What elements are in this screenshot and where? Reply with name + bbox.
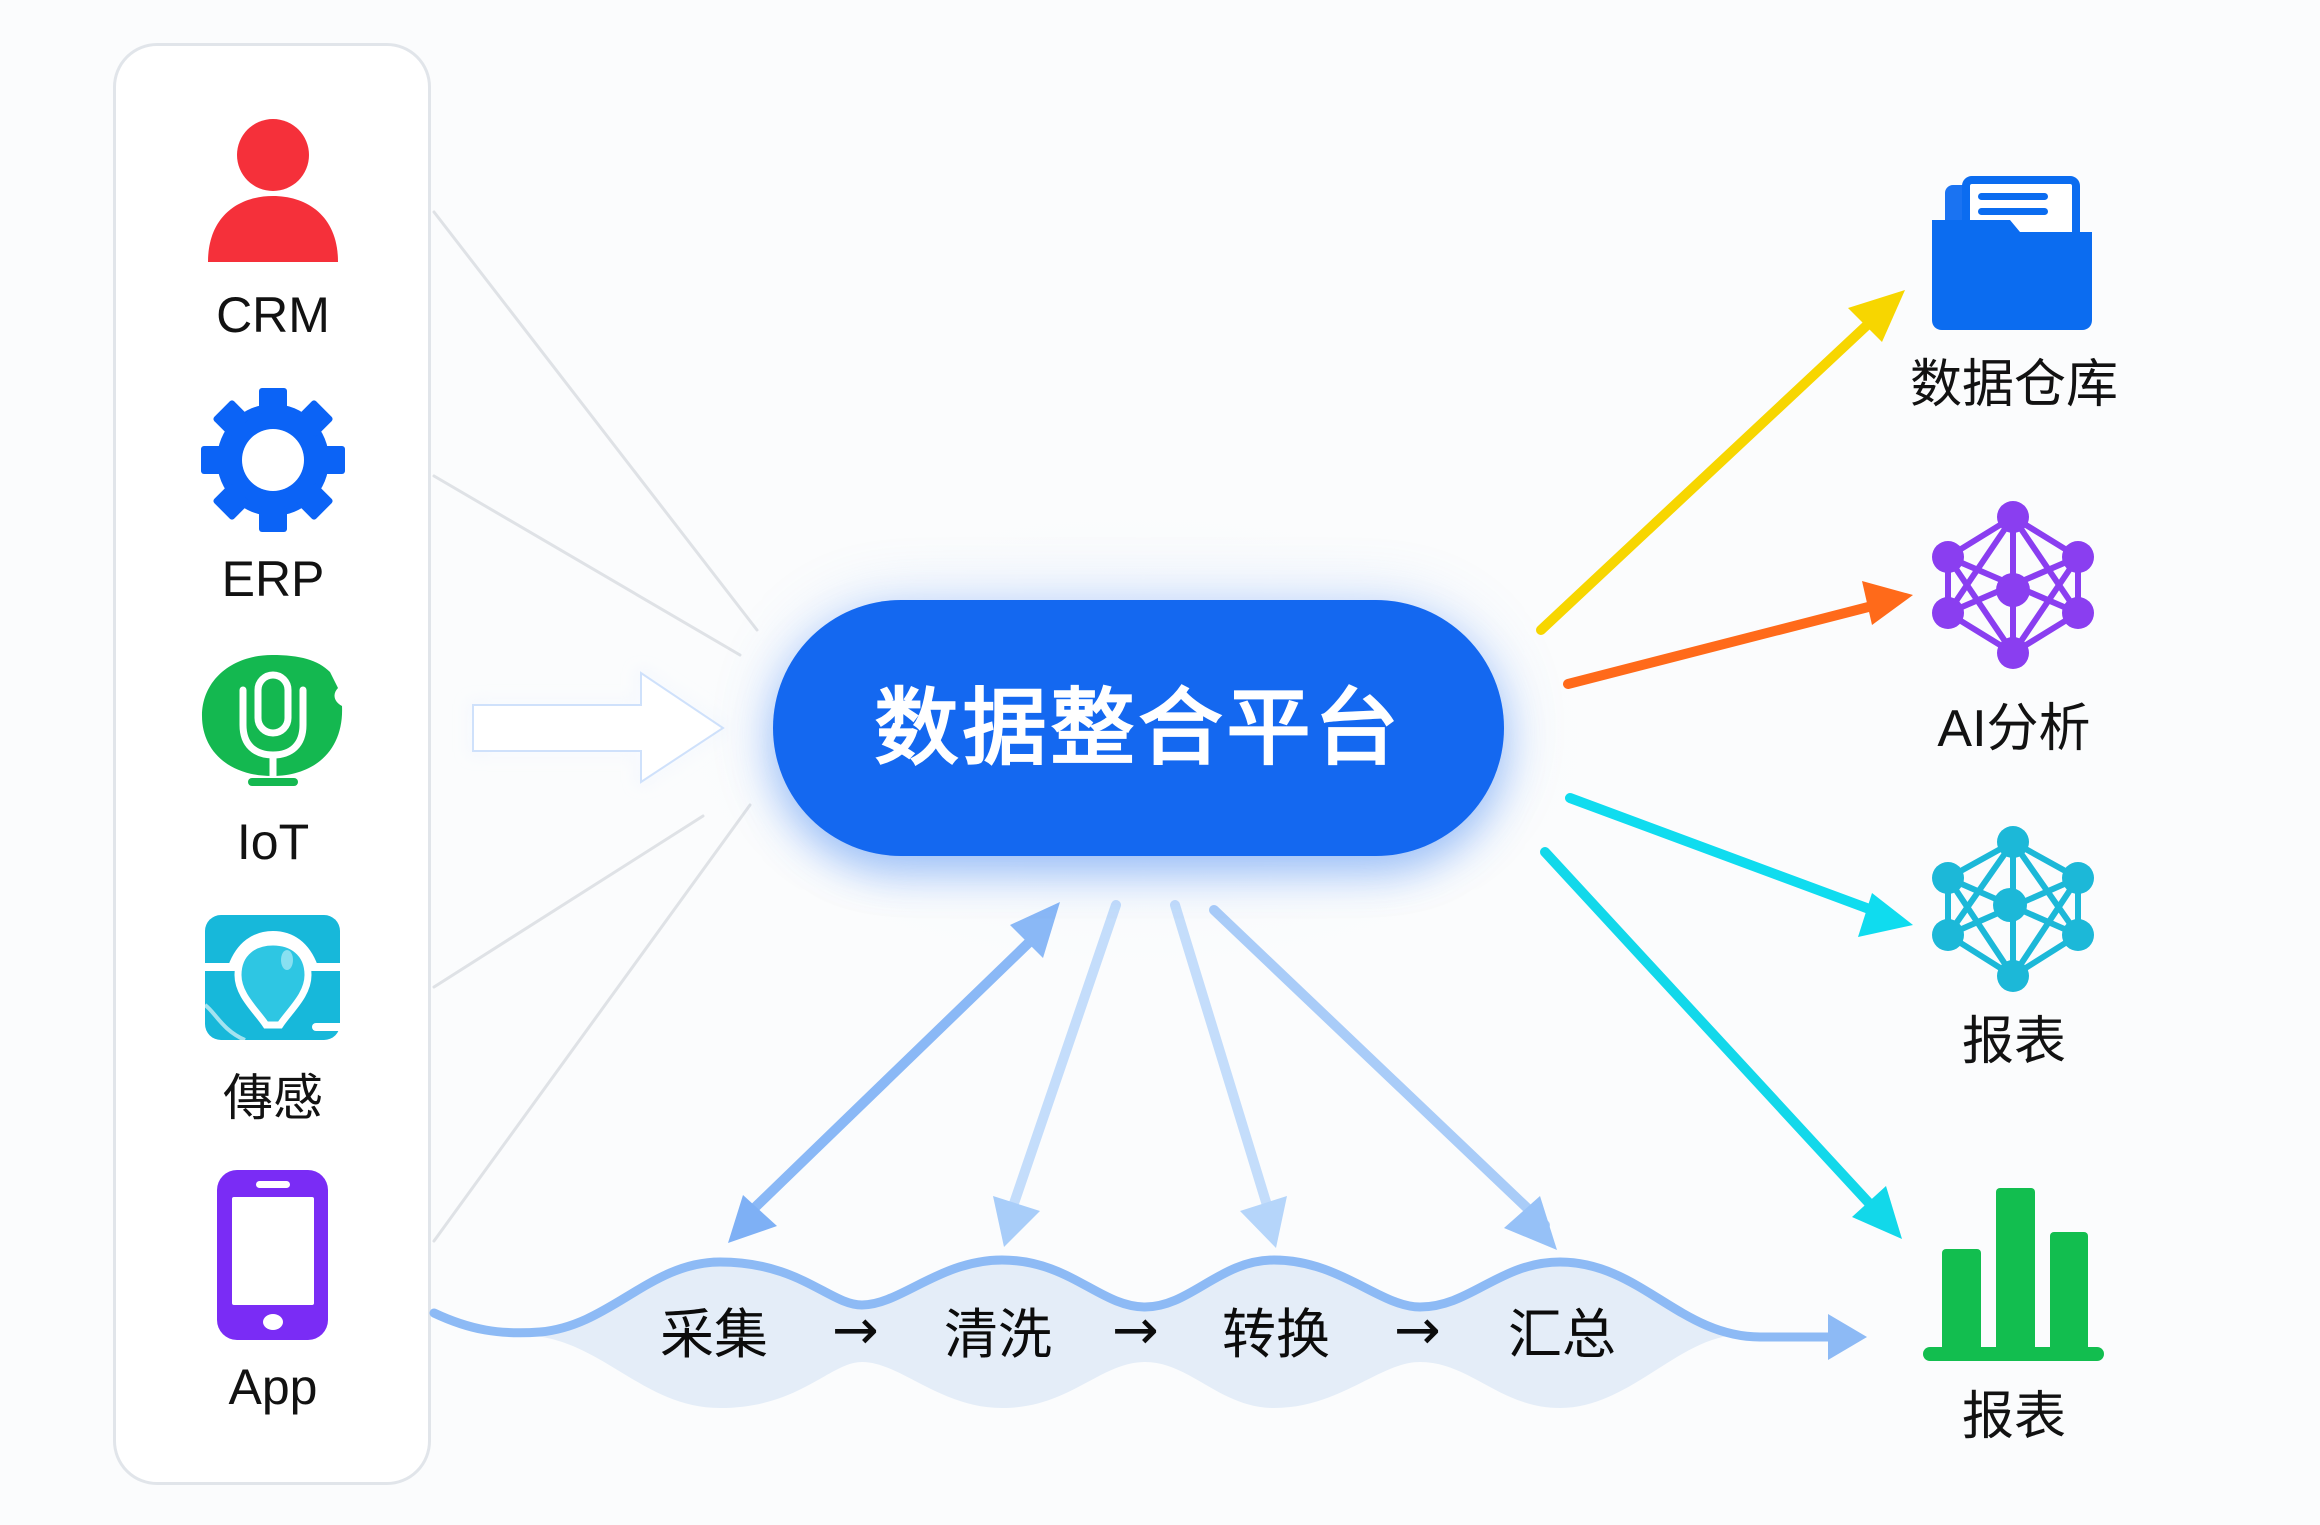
destination-label-ai: AI分析 xyxy=(1937,700,2091,758)
arrow-to-transform xyxy=(1170,900,1275,1220)
destination-label-report1: 报表 xyxy=(1961,1012,2066,1072)
arrow-to-aggregate xyxy=(1209,905,1550,1230)
source-connectors xyxy=(432,210,759,1243)
smartphone-icon xyxy=(217,1170,328,1340)
neural-network-icon xyxy=(1932,501,2094,669)
arrowhead-up xyxy=(1010,902,1060,958)
arrow-to-ai xyxy=(1563,599,1885,689)
arrowhead-warehouse xyxy=(1848,290,1905,342)
arrowhead-clean xyxy=(993,1196,1040,1247)
pipeline-stage-transform: 转换 xyxy=(1222,1303,1330,1366)
microphone-icon xyxy=(202,655,343,786)
connector-sensor xyxy=(432,814,705,989)
inflow-arrow-icon xyxy=(472,671,725,784)
pipeline-fill xyxy=(520,1260,1740,1408)
sensor-bulb-icon xyxy=(203,915,344,1042)
destination-label-report2: 报表 xyxy=(1961,1387,2066,1447)
connector-erp xyxy=(432,474,742,657)
arrow-to-report2 xyxy=(1540,847,1885,1220)
source-label-sensor: 傳感 xyxy=(223,1069,323,1127)
arrow-to-clean xyxy=(1005,900,1121,1220)
output-arrows xyxy=(1536,290,1913,1239)
connector-crm xyxy=(432,210,759,632)
pipeline-separator-arrow: → xyxy=(832,1298,879,1363)
pipeline-separator-arrow: → xyxy=(1394,1298,1441,1363)
source-label-erp: ERP xyxy=(221,551,325,607)
source-label-iot: IoT xyxy=(236,814,310,870)
pipeline-separator-arrow: → xyxy=(1112,1298,1159,1363)
source-label-app: App xyxy=(228,1359,318,1415)
gear-icon xyxy=(201,388,345,532)
hub-title: 数据整合平台 xyxy=(874,678,1403,777)
bar-chart-icon xyxy=(1923,1188,2104,1361)
pipeline-stage-clean: 清洗 xyxy=(944,1303,1052,1366)
arrow-to-warehouse xyxy=(1536,308,1885,635)
integration-platform-hub[interactable]: 数据整合平台 xyxy=(773,600,1504,856)
arrow-bidirectional-collect xyxy=(737,921,1051,1225)
arrowhead-transform xyxy=(1240,1196,1287,1248)
person-icon xyxy=(208,119,338,262)
pipeline-line xyxy=(429,1255,1835,1342)
destination-label-warehouse: 数据仓库 xyxy=(1909,355,2118,415)
arrowhead-aggregate xyxy=(1504,1196,1557,1250)
folder-document-icon xyxy=(1932,176,2092,330)
arrow-to-report1 xyxy=(1565,793,1885,918)
arrowhead-down xyxy=(728,1195,777,1243)
connector-app xyxy=(432,803,752,1243)
source-label-crm: CRM xyxy=(216,287,330,343)
pipeline-stage-collect: 采集 xyxy=(660,1303,768,1366)
pipeline-wave xyxy=(429,1255,1867,1408)
arrowhead-ai xyxy=(1862,581,1913,625)
process-arrows xyxy=(728,900,1557,1250)
arrowhead-report2 xyxy=(1852,1186,1902,1239)
pipeline-arrowhead-icon xyxy=(1828,1314,1867,1360)
arrowhead-report1 xyxy=(1858,893,1913,937)
network-graph-icon xyxy=(1932,826,2094,992)
pipeline-stage-aggregate: 汇总 xyxy=(1508,1303,1616,1366)
